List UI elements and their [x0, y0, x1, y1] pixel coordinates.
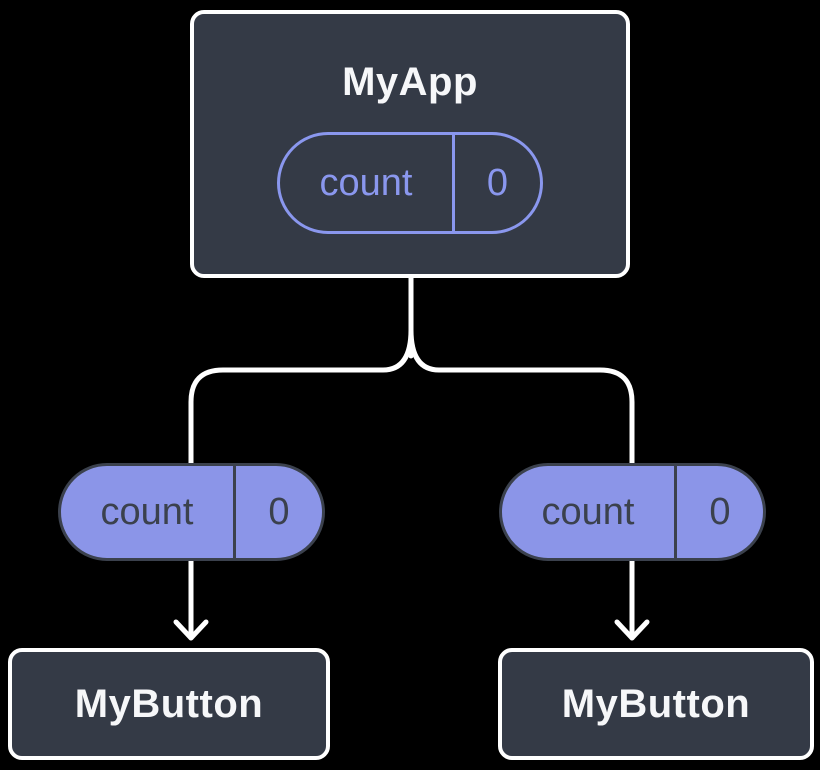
right-down-arrowhead-icon	[614, 619, 650, 641]
myapp-state-pill: count 0	[277, 132, 543, 234]
mybutton-node-right: MyButton	[498, 648, 814, 760]
prop-pill-right-label: count	[541, 491, 635, 533]
prop-pill-right: count 0	[499, 463, 766, 561]
myapp-title: MyApp	[342, 60, 478, 104]
mybutton-right-title: MyButton	[561, 682, 751, 726]
mybutton-node-left: MyButton	[8, 648, 330, 760]
myapp-node: MyApp count 0	[190, 10, 630, 278]
left-branch-line	[188, 327, 414, 637]
prop-pill-right-value: 0	[674, 466, 763, 558]
state-pill-value: 0	[452, 135, 540, 231]
prop-pill-left: count 0	[58, 463, 325, 561]
state-pill-label: count	[319, 162, 413, 204]
mybutton-left-title: MyButton	[74, 682, 264, 726]
prop-pill-left-label: count	[100, 491, 194, 533]
left-down-arrowhead-icon	[173, 619, 209, 641]
right-branch-line	[408, 327, 635, 637]
prop-pill-left-value: 0	[233, 466, 322, 558]
